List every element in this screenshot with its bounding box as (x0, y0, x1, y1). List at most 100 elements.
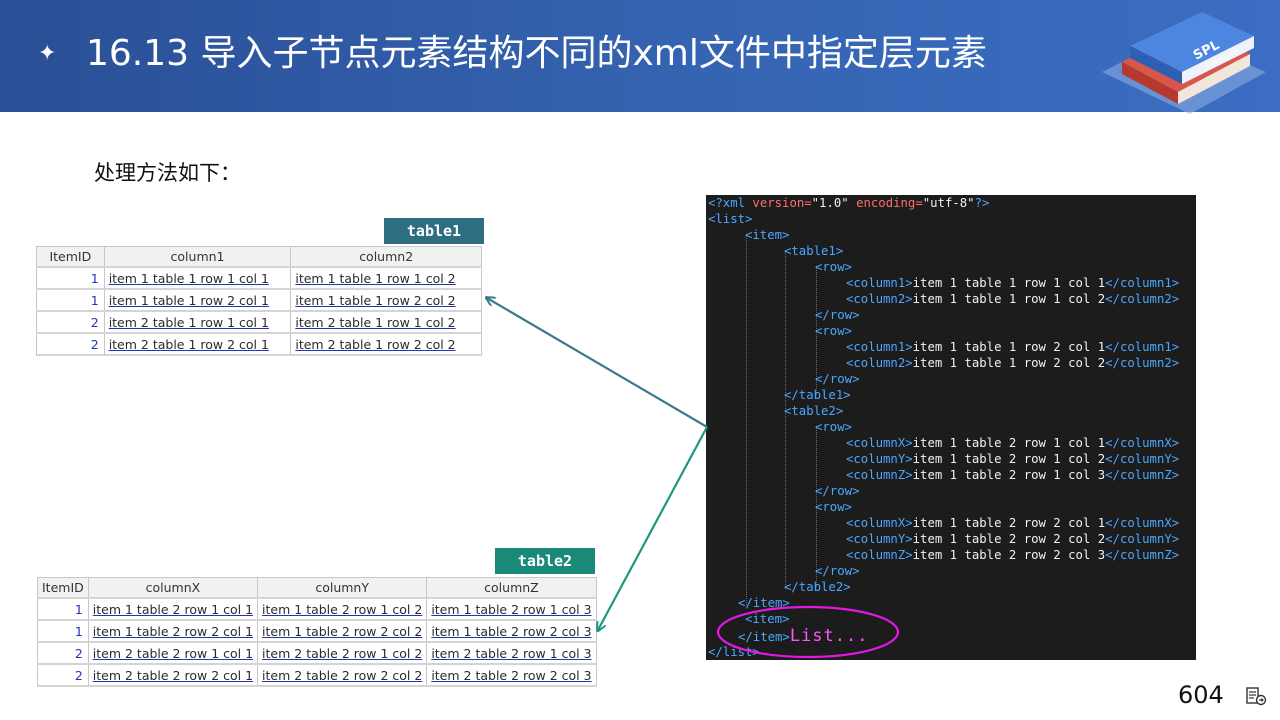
xml-tag: <row> (815, 324, 853, 338)
xml-tag: <row> (815, 420, 853, 434)
cell-column2[interactable]: item 2 table 1 row 2 col 2 (290, 332, 482, 356)
table-header-row: ItemID column1 column2 (36, 246, 482, 268)
cell-columnz[interactable]: item 2 table 2 row 2 col 3 (426, 663, 597, 687)
xml-decl-attr: encoding= (848, 196, 923, 210)
xml-text: item 1 table 2 row 2 col 3 (912, 548, 1106, 562)
xml-line: <row> (815, 499, 852, 515)
header-columnx[interactable]: columnX (87, 577, 259, 599)
cell-column2[interactable]: item 1 table 1 row 2 col 2 (290, 288, 482, 312)
header-itemid[interactable]: ItemID (36, 246, 105, 268)
table-row: 1 item 1 table 1 row 1 col 1 item 1 tabl… (36, 266, 482, 290)
xml-tag: <columnY> (846, 532, 913, 546)
xml-line: <row> (815, 419, 852, 435)
table1-grid: ItemID column1 column2 1 item 1 table 1 … (36, 246, 482, 356)
xml-decl-close: ?> (974, 196, 990, 210)
header-columny[interactable]: columnY (257, 577, 428, 599)
xml-text: item 1 table 1 row 2 col 2 (912, 356, 1106, 370)
xml-line: <column1>item 1 table 1 row 1 col 1</col… (846, 275, 1179, 291)
xml-decl-open: <?xml (708, 196, 753, 210)
xml-tag: </row> (815, 564, 860, 578)
xml-tag: <list> (708, 212, 753, 226)
cell-column1[interactable]: item 1 table 1 row 1 col 1 (103, 266, 292, 290)
xml-tag: <columnX> (846, 516, 913, 530)
cell-columnz[interactable]: item 1 table 2 row 2 col 3 (426, 619, 597, 643)
xml-line: </row> (815, 563, 859, 579)
arrow-to-table2 (598, 426, 708, 630)
cell-column1[interactable]: item 2 table 1 row 2 col 1 (103, 332, 292, 356)
xml-tag: <columnY> (846, 452, 913, 466)
page-number: 604 (1178, 681, 1224, 709)
cell-itemid[interactable]: 1 (36, 266, 105, 290)
xml-line: <table1> (784, 243, 843, 259)
xml-line: <columnY>item 1 table 2 row 2 col 2</col… (846, 531, 1179, 547)
xml-decl-value: "1.0" (811, 196, 849, 210)
header-column2[interactable]: column2 (290, 246, 482, 268)
indent-guide (816, 267, 817, 395)
cell-itemid[interactable]: 2 (36, 332, 105, 356)
cell-columny[interactable]: item 1 table 2 row 2 col 2 (257, 619, 428, 643)
xml-tag: <item> (745, 612, 790, 626)
xml-tag: </columnY> (1105, 452, 1180, 466)
cell-itemid[interactable]: 1 (37, 597, 89, 621)
cell-itemid[interactable]: 2 (36, 310, 105, 334)
header-columnz[interactable]: columnZ (426, 577, 597, 599)
xml-tag: </item> (738, 596, 790, 610)
xml-line: </row> (815, 371, 859, 387)
bullet-star-icon: ✦ (38, 41, 57, 66)
cell-columnz[interactable]: item 1 table 2 row 1 col 3 (426, 597, 597, 621)
xml-tag: </columnZ> (1105, 548, 1180, 562)
xml-tag: <column2> (846, 292, 913, 306)
xml-tag: <item> (745, 228, 790, 242)
indent-guide (746, 235, 747, 605)
xml-declaration-line: <?xml version="1.0" encoding="utf-8"?> (708, 195, 989, 211)
xml-decl-attr: version= (752, 196, 812, 210)
xml-line: <row> (815, 323, 852, 339)
cell-itemid[interactable]: 2 (37, 663, 89, 687)
title-banner: ✦ 16.13 导入子节点元素结构不同的xml文件中指定层元素 SPL COOK… (0, 0, 1280, 114)
xml-line: <column2>item 1 table 1 row 1 col 2</col… (846, 291, 1179, 307)
xml-tag: <columnX> (846, 436, 913, 450)
cell-itemid[interactable]: 1 (37, 619, 89, 643)
xml-tag: <table1> (784, 244, 844, 258)
xml-tag: </columnY> (1105, 532, 1180, 546)
cell-columnx[interactable]: item 1 table 2 row 2 col 1 (87, 619, 259, 643)
cell-itemid[interactable]: 1 (36, 288, 105, 312)
cell-itemid[interactable]: 2 (37, 641, 89, 665)
indent-guide (816, 427, 817, 587)
xml-line: </table2> (784, 579, 851, 595)
cell-columnz[interactable]: item 2 table 2 row 1 col 3 (426, 641, 597, 665)
xml-text: item 1 table 1 row 2 col 1 (912, 340, 1106, 354)
xml-text: item 1 table 2 row 1 col 1 (912, 436, 1106, 450)
table-row: 2 item 2 table 1 row 1 col 1 item 2 tabl… (36, 310, 482, 334)
cell-columnx[interactable]: item 2 table 2 row 2 col 1 (87, 663, 259, 687)
table-header-row: ItemID columnX columnY columnZ (37, 577, 597, 599)
cell-columnx[interactable]: item 2 table 2 row 1 col 1 (87, 641, 259, 665)
cell-column1[interactable]: item 2 table 1 row 1 col 1 (103, 310, 292, 334)
notes-page-icon[interactable] (1245, 686, 1267, 706)
cell-columny[interactable]: item 2 table 2 row 2 col 2 (257, 663, 428, 687)
xml-tag: </row> (815, 372, 860, 386)
cell-column1[interactable]: item 1 table 1 row 2 col 1 (103, 288, 292, 312)
xml-tag: </column1> (1105, 340, 1180, 354)
xml-tag: </row> (815, 308, 860, 322)
cell-columny[interactable]: item 1 table 2 row 1 col 2 (257, 597, 428, 621)
arrow-to-table1 (487, 298, 708, 428)
header-column1[interactable]: column1 (103, 246, 292, 268)
header-itemid[interactable]: ItemID (37, 577, 89, 599)
xml-tag: <row> (815, 500, 853, 514)
table-row: 1 item 1 table 1 row 2 col 1 item 1 tabl… (36, 288, 482, 312)
xml-tag: <table2> (784, 404, 844, 418)
xml-line: <columnX>item 1 table 2 row 1 col 1</col… (846, 435, 1179, 451)
xml-tag: </row> (815, 484, 860, 498)
table2-label: table2 (495, 548, 595, 574)
cell-column2[interactable]: item 1 table 1 row 1 col 2 (290, 266, 482, 290)
xml-tag: <columnZ> (846, 468, 913, 482)
cell-columny[interactable]: item 2 table 2 row 1 col 2 (257, 641, 428, 665)
xml-line: <item> (745, 227, 789, 243)
table-row: 1 item 1 table 2 row 2 col 1 item 1 tabl… (37, 619, 597, 643)
xml-tag: <column1> (846, 340, 913, 354)
cell-column2[interactable]: item 2 table 1 row 1 col 2 (290, 310, 482, 334)
cell-columnx[interactable]: item 1 table 2 row 1 col 1 (87, 597, 259, 621)
xml-text: item 1 table 2 row 1 col 3 (912, 468, 1106, 482)
xml-line: <columnZ>item 1 table 2 row 2 col 3</col… (846, 547, 1179, 563)
